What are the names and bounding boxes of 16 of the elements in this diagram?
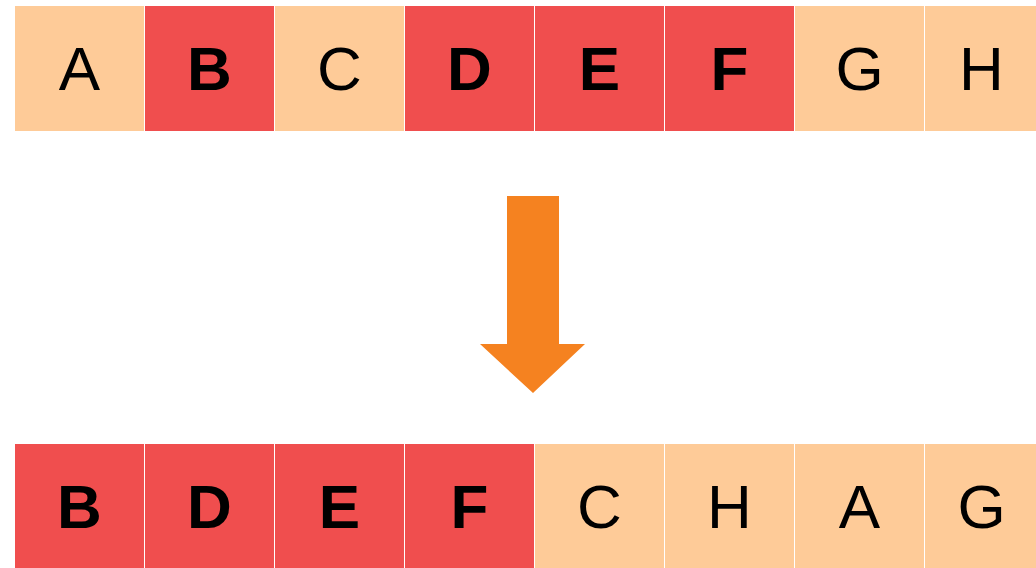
letter-cell: G	[925, 444, 1036, 568]
letter-cell: A	[795, 444, 924, 568]
letter-cell: F	[405, 444, 534, 568]
letter-cell: H	[925, 6, 1036, 131]
letter-cell: B	[15, 444, 144, 568]
letter-cell: H	[665, 444, 794, 568]
letter-cell: B	[145, 6, 274, 131]
letter-cell: D	[405, 6, 534, 131]
letter-cell: E	[535, 6, 664, 131]
letter-cell: D	[145, 444, 274, 568]
letter-cell: G	[795, 6, 924, 131]
letter-cell: C	[535, 444, 664, 568]
letter-cell: C	[275, 6, 404, 131]
letter-cell: E	[275, 444, 404, 568]
letter-cell: F	[665, 6, 794, 131]
letter-cell: A	[15, 6, 144, 131]
